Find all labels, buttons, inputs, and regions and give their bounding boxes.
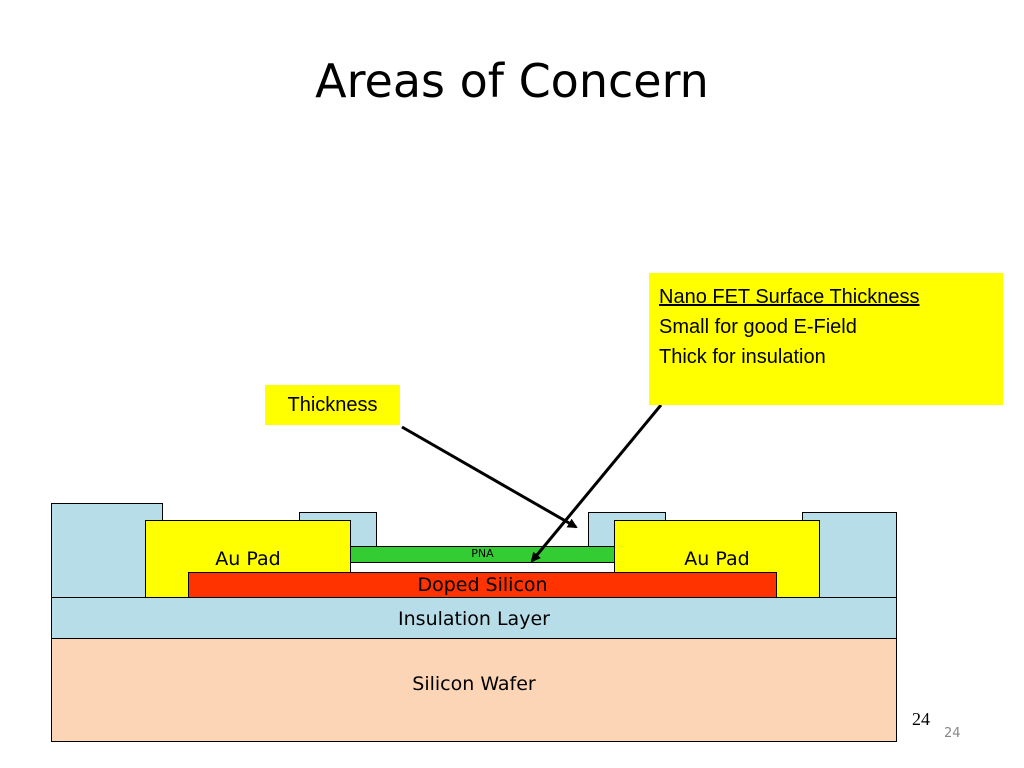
slide-number: 24	[912, 709, 930, 729]
slide-title: Areas of Concern	[315, 54, 709, 108]
au-pad-right-label: Au Pad	[684, 548, 750, 570]
insulation-layer-label: Insulation Layer	[398, 608, 550, 630]
insulation-layer	[51, 597, 897, 639]
doped-silicon-layer	[188, 572, 777, 598]
nano-fet-callout-line1: Small for good E-Field	[659, 316, 857, 338]
nano-fet-arrow	[530, 404, 663, 563]
pna-layer	[350, 546, 615, 563]
pna-label: PNA	[471, 547, 494, 560]
doped-silicon-label: Doped Silicon	[417, 574, 548, 596]
thickness-callout: Thickness	[265, 385, 400, 425]
left-outer-encapsulation	[51, 503, 163, 598]
silicon-wafer-label: Silicon Wafer	[412, 673, 536, 695]
au-pad-left-label: Au Pad	[215, 548, 281, 570]
nano-fet-callout: Nano FET Surface Thickness Small for goo…	[649, 273, 1003, 405]
slide-number-footer: 24	[944, 726, 961, 741]
nano-fet-callout-line2: Thick for insulation	[659, 346, 826, 368]
nano-fet-callout-heading: Nano FET Surface Thickness	[659, 286, 920, 308]
silicon-wafer-layer	[51, 638, 897, 742]
thickness-arrow	[401, 425, 578, 529]
